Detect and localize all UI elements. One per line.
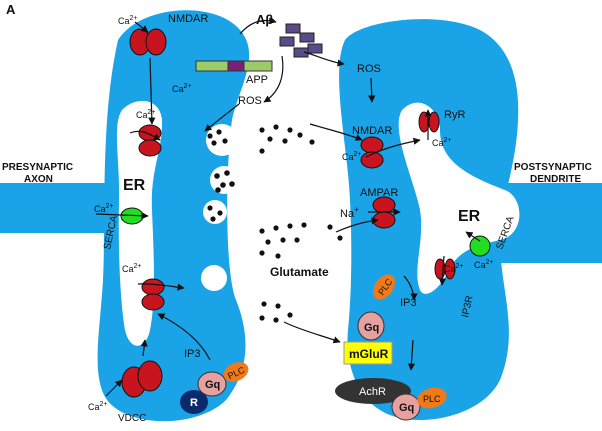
svg-text:Ca2+: Ca2+	[474, 259, 494, 270]
panel-label: A	[6, 2, 16, 17]
plc-bottom	[417, 387, 447, 409]
nmdar-top-label: NMDAR	[168, 13, 208, 25]
er-right	[398, 102, 520, 294]
er-left-label: ER	[123, 177, 146, 194]
svg-text:Ca2+: Ca2+	[94, 203, 114, 214]
ca-label: Ca	[474, 260, 486, 270]
presynaptic-label-line2: AXON	[24, 174, 53, 185]
presynaptic-label-line1: PRESYNAPTIC	[2, 162, 73, 173]
vesicle	[206, 124, 238, 156]
app-protein	[195, 60, 273, 72]
achr-shape	[335, 378, 411, 404]
vesicle-pit	[242, 299, 274, 331]
svg-text:Ca2+: Ca2+	[88, 401, 108, 412]
ca-label: Ca	[88, 402, 100, 412]
arrows	[95, 16, 481, 397]
gq-mid-label: Gq	[364, 322, 379, 334]
ca-label: Ca	[118, 16, 130, 26]
ca-sup: 2+	[354, 151, 362, 158]
ros-left-label: ROS	[238, 95, 262, 107]
gq-bottom	[391, 393, 421, 421]
r-label: R	[190, 397, 198, 409]
glutamate-dots	[207, 124, 343, 323]
plc-mid	[373, 274, 395, 300]
ip3-right-label: IP3	[400, 297, 417, 309]
serca-right-pump	[469, 235, 491, 257]
ca-labels: Ca2+ Ca2+ Ca2+ Ca2+ Ca2+ Ca2+ Ca2+ Ca2+ …	[88, 15, 494, 412]
ca-sup: 2+	[134, 263, 142, 270]
gq-left-label: Gq	[205, 379, 220, 391]
ca-label: Ca	[94, 204, 106, 214]
ca-label: Ca	[172, 84, 184, 94]
vesicle-pit	[236, 223, 264, 251]
nmdar-top-receptor	[129, 28, 167, 56]
svg-text:Ca2+: Ca2+	[342, 151, 362, 162]
ca-sup: 2+	[148, 109, 156, 116]
vesicles	[201, 119, 274, 331]
svg-text:Ca2+: Ca2+	[118, 15, 138, 26]
nmdar-post-receptor	[360, 136, 384, 169]
postsynaptic-label-line2: DENDRITE	[530, 174, 581, 185]
ca-label: Ca	[342, 152, 354, 162]
ca-sup: 2+	[444, 137, 452, 144]
abeta-label: Aβ	[256, 12, 273, 27]
vdcc-label: VDCC	[118, 413, 146, 424]
ca-label: Ca	[432, 138, 444, 148]
ca-label: Ca	[122, 264, 134, 274]
mglur-label: mGluR	[349, 347, 389, 361]
svg-text:Ca2+: Ca2+	[122, 263, 142, 274]
gq-bottom-label: Gq	[399, 402, 414, 414]
achr-label: AchR	[359, 386, 386, 398]
ca-sup: 2+	[184, 83, 192, 90]
na-sup: +	[354, 205, 359, 214]
ros-right-label: ROS	[357, 63, 381, 75]
vesicle	[201, 265, 227, 291]
ryr-label: RyR	[444, 109, 465, 121]
nmdar-post-label: NMDAR	[352, 125, 392, 137]
svg-text:Ca2+: Ca2+	[444, 263, 464, 274]
er-right-label: ER	[458, 208, 481, 225]
ip3r-label: IP3R	[460, 295, 475, 319]
ca-sup: 2+	[130, 15, 138, 22]
na-text: Na	[340, 208, 355, 220]
postsynaptic-label-line1: POSTSYNAPTIC	[514, 162, 592, 173]
plc-bottom-label: PLC	[423, 394, 441, 404]
abeta-oligomer	[279, 23, 323, 58]
svg-text:Ca2+: Ca2+	[172, 83, 192, 94]
ampar-label: AMPAR	[360, 187, 398, 199]
ip3-left-label: IP3	[184, 348, 201, 360]
mglur-box	[343, 341, 393, 365]
svg-text:Ca2+: Ca2+	[432, 137, 452, 148]
plc-left	[223, 362, 249, 382]
gq-mid	[357, 311, 385, 341]
glutamate-label: Glutamate	[270, 265, 329, 279]
ca-sup: 2+	[456, 263, 464, 270]
app-label: APP	[246, 74, 268, 86]
ca-label: Ca	[136, 110, 148, 120]
ca-sup: 2+	[486, 259, 494, 266]
r-protein	[180, 390, 208, 414]
vesicle-pit	[236, 119, 264, 147]
presynaptic-axon-shaft	[0, 183, 120, 233]
ca-label: Ca	[444, 264, 456, 274]
gq-left	[197, 371, 227, 397]
ryr-receptor	[418, 111, 440, 133]
ca-sup: 2+	[100, 401, 108, 408]
ca-sup: 2+	[106, 203, 114, 210]
na-label: Na+	[340, 205, 359, 220]
er-left-lower-receptor	[141, 278, 165, 311]
vesicle	[210, 166, 238, 194]
svg-text:Ca2+: Ca2+	[136, 109, 156, 120]
